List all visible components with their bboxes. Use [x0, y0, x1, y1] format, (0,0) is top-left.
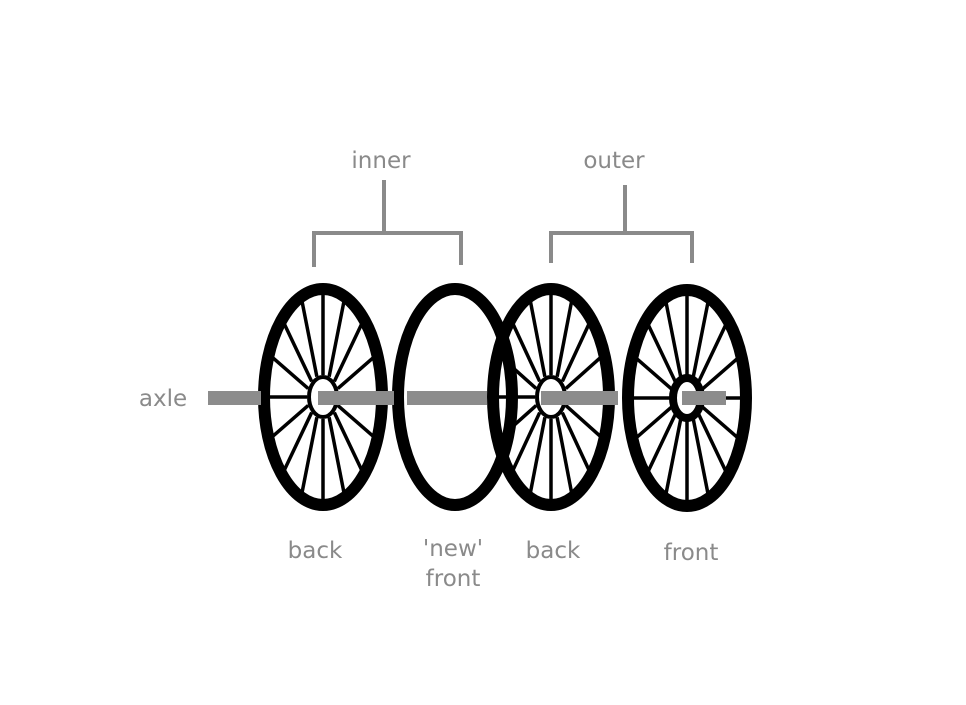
spoke: [646, 412, 678, 473]
wheel4-label: front: [664, 540, 719, 566]
spoke: [635, 356, 674, 391]
spoke: [664, 417, 683, 495]
spoke: [336, 355, 375, 390]
spoke: [555, 300, 574, 378]
axle-segment: [407, 391, 487, 405]
spoke: [499, 404, 538, 439]
spoke: [635, 405, 674, 440]
spoke: [528, 416, 547, 494]
wheel3-label: back: [526, 538, 581, 564]
spoke: [332, 322, 364, 383]
spoke: [696, 323, 728, 384]
spoke: [528, 300, 547, 378]
axle-segment: [318, 391, 394, 405]
spoke: [499, 355, 538, 390]
axle-segment: [682, 391, 726, 405]
spoke: [271, 404, 310, 439]
spoke: [646, 323, 678, 384]
spoke: [511, 322, 542, 383]
spoke: [560, 411, 591, 472]
spoke: [691, 301, 710, 379]
spoke: [700, 405, 739, 440]
spoke: [332, 411, 364, 472]
spoke: [327, 416, 346, 494]
spoke: [511, 411, 542, 472]
spoke: [560, 322, 591, 383]
spoke: [336, 404, 375, 439]
spoke: [300, 416, 319, 494]
inner-label: inner: [351, 148, 411, 174]
spoke: [300, 300, 319, 378]
spoke: [696, 412, 728, 473]
outer-label: outer: [583, 148, 645, 174]
wheel-inner-back: [258, 283, 388, 511]
spoke: [691, 417, 710, 495]
rim: [622, 284, 752, 512]
spoke: [700, 356, 739, 391]
wheel2-label-line2: front: [426, 566, 481, 592]
inner-bracket: [312, 180, 463, 267]
axle-segment: [541, 391, 618, 405]
spoke: [564, 355, 603, 390]
axle-segment: [208, 391, 261, 405]
spoke: [282, 411, 314, 472]
axle: [208, 391, 726, 405]
spoke: [564, 404, 603, 439]
spoke: [271, 355, 310, 390]
spoke: [555, 416, 574, 494]
axle-label: axle: [139, 386, 187, 412]
wheel1-label: back: [288, 538, 343, 564]
outer-bracket: [549, 185, 694, 263]
spoke: [327, 300, 346, 378]
spoke: [282, 322, 314, 383]
wheel2-label-line1: 'new': [423, 536, 483, 562]
spoke: [664, 301, 683, 379]
